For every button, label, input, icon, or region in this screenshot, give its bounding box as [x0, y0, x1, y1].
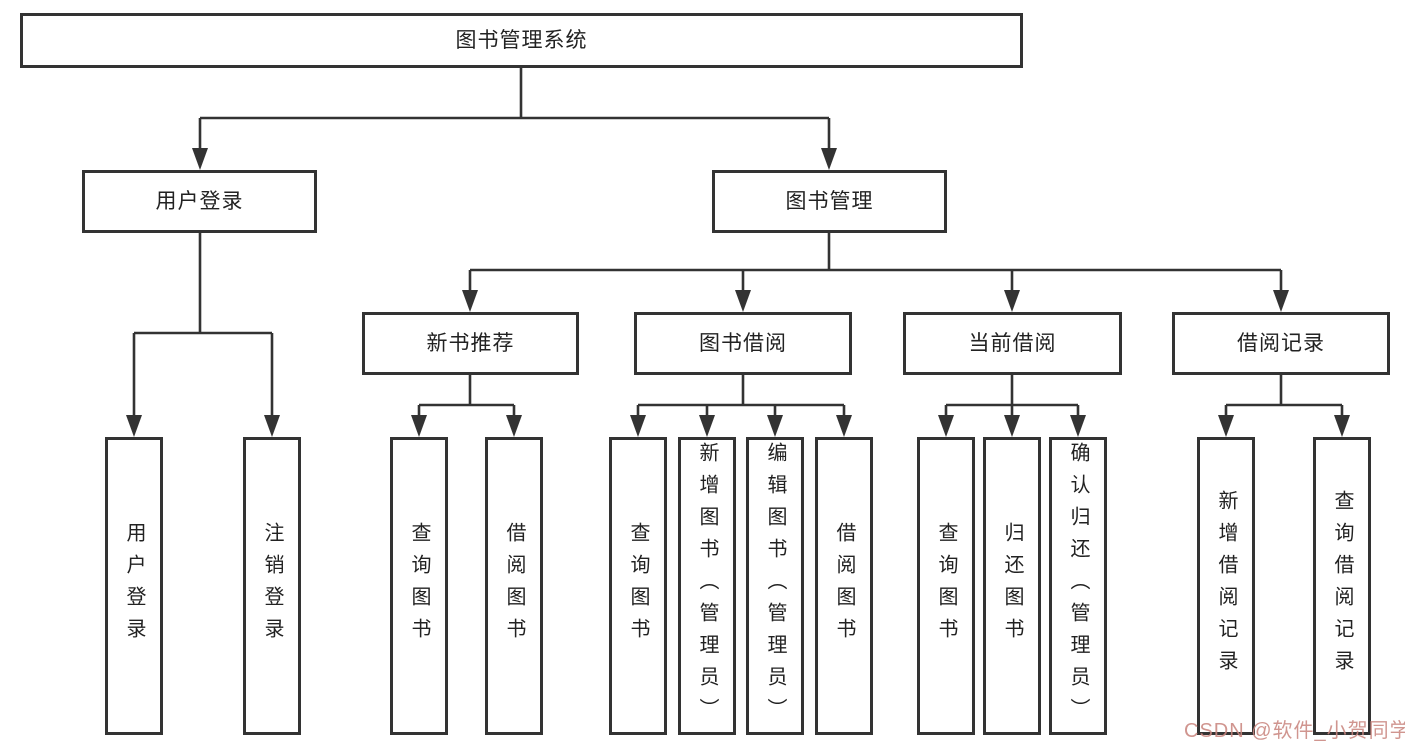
leaf-query-books-recommend: 查询图书 — [390, 437, 448, 735]
leaf-query-books-borrow-label: 查询图书 — [627, 522, 649, 650]
leaf-add-book-admin: 新增图书（管理员） — [678, 437, 736, 735]
leaf-borrow-books-recommend-label: 借阅图书 — [503, 522, 525, 650]
leaf-query-books-recommend-label: 查询图书 — [408, 522, 430, 650]
node-borrow-records: 借阅记录 — [1172, 312, 1390, 375]
leaf-add-borrow-record: 新增借阅记录 — [1197, 437, 1255, 735]
leaf-user-login-label: 用户登录 — [123, 522, 145, 650]
csdn-watermark: CSDN @软件_小贺同学 — [1184, 720, 1405, 742]
node-borrow-records-label: 借阅记录 — [1237, 332, 1325, 355]
leaf-logout: 注销登录 — [243, 437, 301, 735]
node-book-management: 图书管理 — [712, 170, 947, 233]
leaf-borrow-books-label: 借阅图书 — [833, 522, 855, 650]
leaf-query-books-current-label: 查询图书 — [935, 522, 957, 650]
leaf-edit-book-admin: 编辑图书（管理员） — [746, 437, 804, 735]
node-current-borrowing: 当前借阅 — [903, 312, 1122, 375]
node-current-borrowing-label: 当前借阅 — [968, 332, 1057, 355]
node-root-label: 图书管理系统 — [455, 29, 588, 52]
arrowheads — [126, 148, 1350, 437]
node-user-login-label: 用户登录 — [155, 190, 244, 213]
leaf-return-books: 归还图书 — [983, 437, 1041, 735]
node-new-book-recommend-label: 新书推荐 — [426, 332, 515, 355]
leaf-return-books-label: 归还图书 — [1001, 522, 1023, 650]
leaf-confirm-return-admin-label: 确认归还（管理员） — [1067, 442, 1089, 730]
leaf-user-login: 用户登录 — [105, 437, 163, 735]
leaf-edit-book-admin-label: 编辑图书（管理员） — [764, 442, 786, 730]
leaf-add-borrow-record-label: 新增借阅记录 — [1215, 490, 1237, 682]
node-book-management-label: 图书管理 — [785, 190, 874, 213]
leaf-borrow-books-recommend: 借阅图书 — [485, 437, 543, 735]
node-root: 图书管理系统 — [20, 13, 1023, 68]
node-user-login: 用户登录 — [82, 170, 317, 233]
node-new-book-recommend: 新书推荐 — [362, 312, 579, 375]
leaf-query-borrow-record: 查询借阅记录 — [1313, 437, 1371, 735]
leaf-add-book-admin-label: 新增图书（管理员） — [696, 442, 718, 730]
node-book-borrowing: 图书借阅 — [634, 312, 852, 375]
leaf-query-books-borrow: 查询图书 — [609, 437, 667, 735]
node-book-borrowing-label: 图书借阅 — [699, 332, 787, 355]
leaf-query-books-current: 查询图书 — [917, 437, 975, 735]
leaf-query-borrow-record-label: 查询借阅记录 — [1331, 490, 1353, 682]
leaf-borrow-books: 借阅图书 — [815, 437, 873, 735]
leaf-logout-label: 注销登录 — [261, 522, 283, 650]
leaf-confirm-return-admin: 确认归还（管理员） — [1049, 437, 1107, 735]
